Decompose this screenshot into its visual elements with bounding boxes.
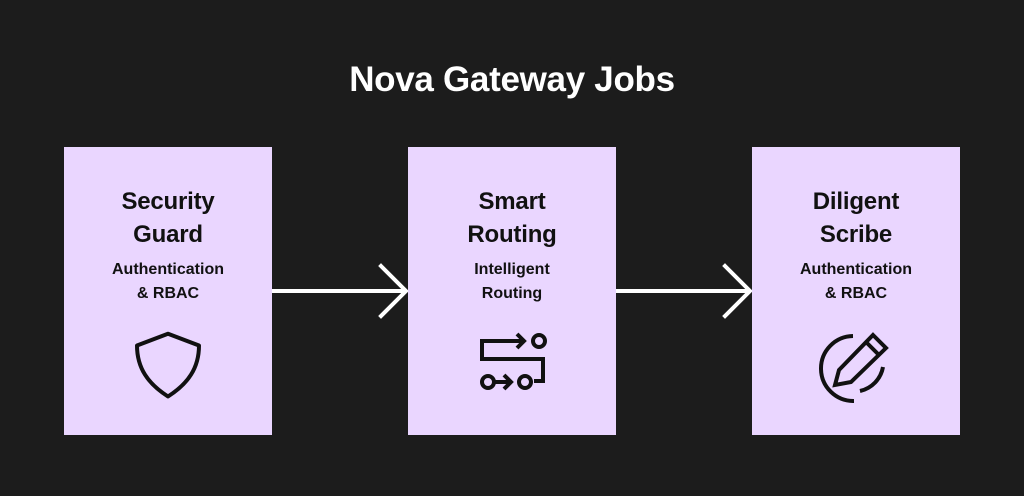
card-description-line: Authentication xyxy=(112,261,224,278)
card-description: Intelligent Routing xyxy=(408,258,616,306)
card-name-line: Guard xyxy=(133,221,203,248)
card-name-line: Scribe xyxy=(819,221,893,248)
card-description-line: Authentication xyxy=(800,261,912,278)
arrow-right-icon xyxy=(272,263,409,319)
card-description-line: & RBAC xyxy=(136,285,200,302)
card-name-line: Security xyxy=(121,188,215,215)
card-description-line: & RBAC xyxy=(824,285,888,302)
card-diligent-scribe: Diligent Scribe Authentication & RBAC xyxy=(752,147,960,435)
card-name: Smart Routing xyxy=(408,185,616,251)
card-smart-routing: Smart Routing Intelligent Routing xyxy=(408,147,616,435)
card-description-line: Intelligent xyxy=(474,261,550,278)
card-name-line: Diligent xyxy=(812,188,900,215)
card-security-guard: Security Guard Authentication & RBAC xyxy=(64,147,272,435)
card-name-line: Smart xyxy=(478,188,546,215)
card-description: Authentication & RBAC xyxy=(752,258,960,306)
arrow-right-icon xyxy=(616,263,753,319)
card-description-line: Routing xyxy=(481,285,543,302)
shield-icon xyxy=(135,331,201,399)
card-name-line: Routing xyxy=(467,221,557,248)
edit-pencil-icon xyxy=(819,332,889,403)
card-description: Authentication & RBAC xyxy=(64,258,272,306)
card-name: Diligent Scribe xyxy=(752,185,960,251)
route-icon xyxy=(480,332,547,391)
diagram-title: Nova Gateway Jobs xyxy=(349,60,675,99)
card-name: Security Guard xyxy=(64,185,272,251)
